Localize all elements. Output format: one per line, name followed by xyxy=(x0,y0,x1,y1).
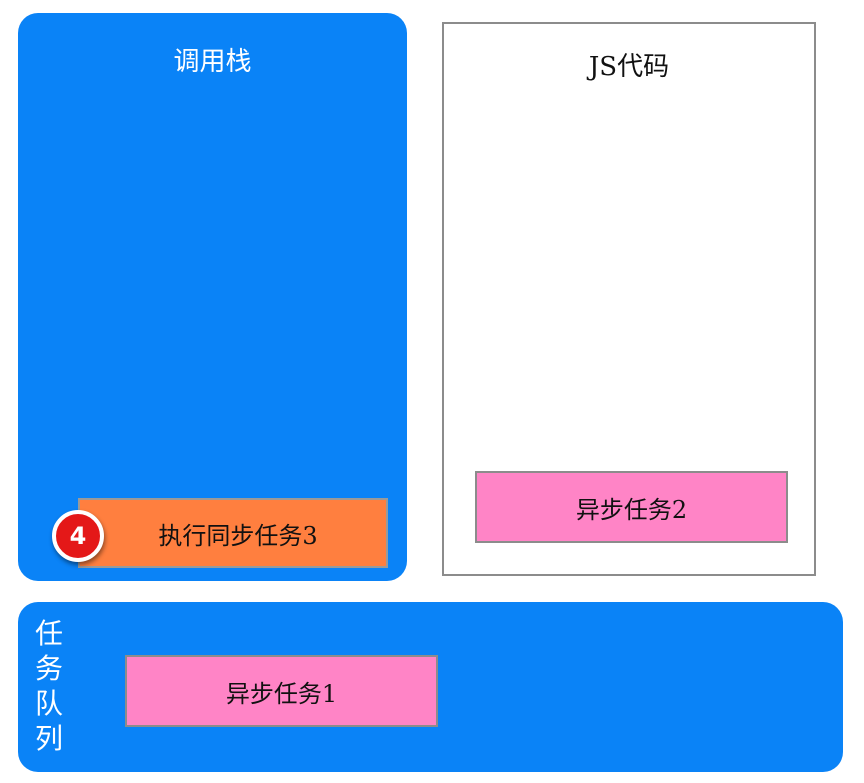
async-task-2-label: 异步任务2 xyxy=(575,495,688,524)
call-stack-title: 调用栈 xyxy=(173,47,252,77)
async-task-1-label: 异步任务1 xyxy=(225,679,338,708)
call-stack-panel: 调用栈 执行同步任务3 4 xyxy=(18,13,407,581)
js-code-title: JS代码 xyxy=(588,52,670,82)
step-badge: 4 xyxy=(52,510,104,562)
step-number: 4 xyxy=(69,522,87,550)
stack-item-label: 执行同步任务3 xyxy=(158,521,318,550)
async-task-2: 异步任务2 xyxy=(475,471,788,543)
task-queue-panel: 任务队列 异步任务1 xyxy=(18,602,843,772)
task-queue-title: 任务队列 xyxy=(34,617,63,755)
stack-item-sync-task: 执行同步任务3 xyxy=(78,498,388,568)
js-code-panel: JS代码 异步任务2 xyxy=(442,22,816,576)
async-task-1: 异步任务1 xyxy=(125,655,438,727)
